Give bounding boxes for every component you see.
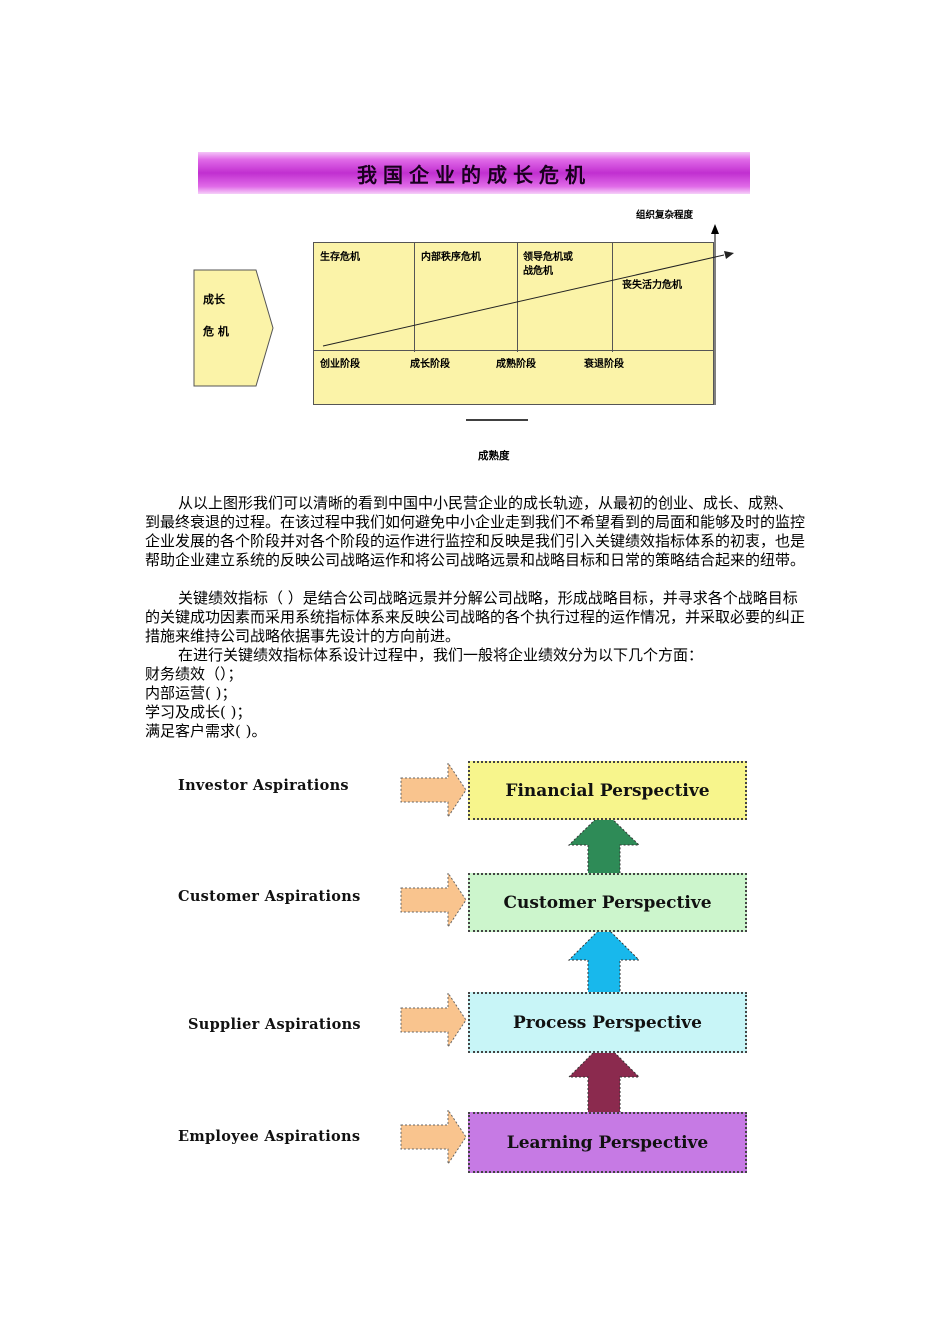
- crisis-side-arrow: [193, 269, 274, 387]
- paragraph-2: 关键绩效指标（ ）是结合公司战略远景并分解公司战略，形成战略目标，并寻求各个战略…: [145, 589, 806, 645]
- learning-perspective-label: Learning Perspective: [506, 1132, 709, 1153]
- customer-aspiration-arrow: [400, 871, 467, 929]
- side-label-growth: 成长: [203, 293, 225, 306]
- crisis-label-internal-order: 内部秩序危机: [421, 252, 481, 263]
- list-item-internal: 内部运营( )；: [145, 684, 237, 702]
- y-axis-arrowhead: [711, 224, 719, 234]
- x-axis-label: 成熟度: [478, 450, 510, 462]
- stage-label-maturity: 成熟阶段: [496, 359, 536, 370]
- list-item-financial: 财务绩效（）；: [145, 665, 243, 683]
- stage-grid: [313, 242, 714, 405]
- supplier-aspirations-label: Supplier Aspirations: [188, 1016, 361, 1033]
- financial-perspective-box: Financial Perspective: [468, 761, 747, 820]
- paragraph-1: 从以上图形我们可以清晰的看到中国中小民营企业的成长轨迹，从最初的创业、成长、成熟…: [145, 494, 806, 569]
- crisis-label-vitality-loss: 丧失活力危机: [622, 280, 682, 291]
- paragraph-3: 在进行关键绩效指标体系设计过程中，我们一般将企业绩效分为以下几个方面：: [178, 646, 704, 664]
- customer-perspective-label: Customer Perspective: [503, 892, 712, 913]
- process-perspective-box: Process Perspective: [468, 992, 747, 1053]
- stage-divider-1: [414, 242, 415, 352]
- crisis-label-leadership-2: 战危机: [523, 266, 553, 277]
- supplier-arrow: [400, 991, 467, 1049]
- stage-label-growth: 成长阶段: [410, 359, 450, 370]
- list-item-learning: 学习及成长( )；: [145, 703, 252, 721]
- growth-trend-line: [322, 251, 734, 347]
- perspective-arrows: [400, 761, 641, 1166]
- financial-perspective-label: Financial Perspective: [505, 780, 710, 801]
- investor-arrow: [400, 761, 467, 819]
- y-axis-label: 组织复杂程度: [636, 210, 694, 221]
- customer-perspective-box: Customer Perspective: [468, 873, 747, 932]
- list-item-customer: 满足客户需求( )。: [145, 722, 267, 740]
- maroon-up-arrow: [567, 1041, 641, 1123]
- employee-aspirations-label: Employee Aspirations: [178, 1128, 361, 1145]
- stage-divider-2: [517, 242, 518, 352]
- crisis-label-leadership: 领导危机或: [523, 252, 573, 263]
- stage-divider-3: [612, 242, 613, 352]
- learning-perspective-box: Learning Perspective: [468, 1112, 747, 1173]
- process-perspective-label: Process Perspective: [512, 1012, 703, 1033]
- blue-up-arrow: [567, 924, 641, 1003]
- customer-aspirations-label: Customer Aspirations: [178, 888, 361, 905]
- investor-aspirations-label: Investor Aspirations: [178, 777, 349, 794]
- stage-label-startup: 创业阶段: [320, 359, 360, 370]
- stage-row-divider: [313, 350, 714, 351]
- employee-arrow: [400, 1108, 467, 1166]
- growth-diagram-graphics: [193, 224, 719, 421]
- diagram-title-banner: 我国企业的成长危机: [198, 152, 750, 194]
- stage-label-decline: 衰退阶段: [584, 359, 624, 370]
- diagram-title: 我国企业的成长危机: [357, 162, 591, 187]
- side-label-crisis: 危 机: [203, 325, 229, 338]
- crisis-label-survival: 生存危机: [320, 252, 360, 263]
